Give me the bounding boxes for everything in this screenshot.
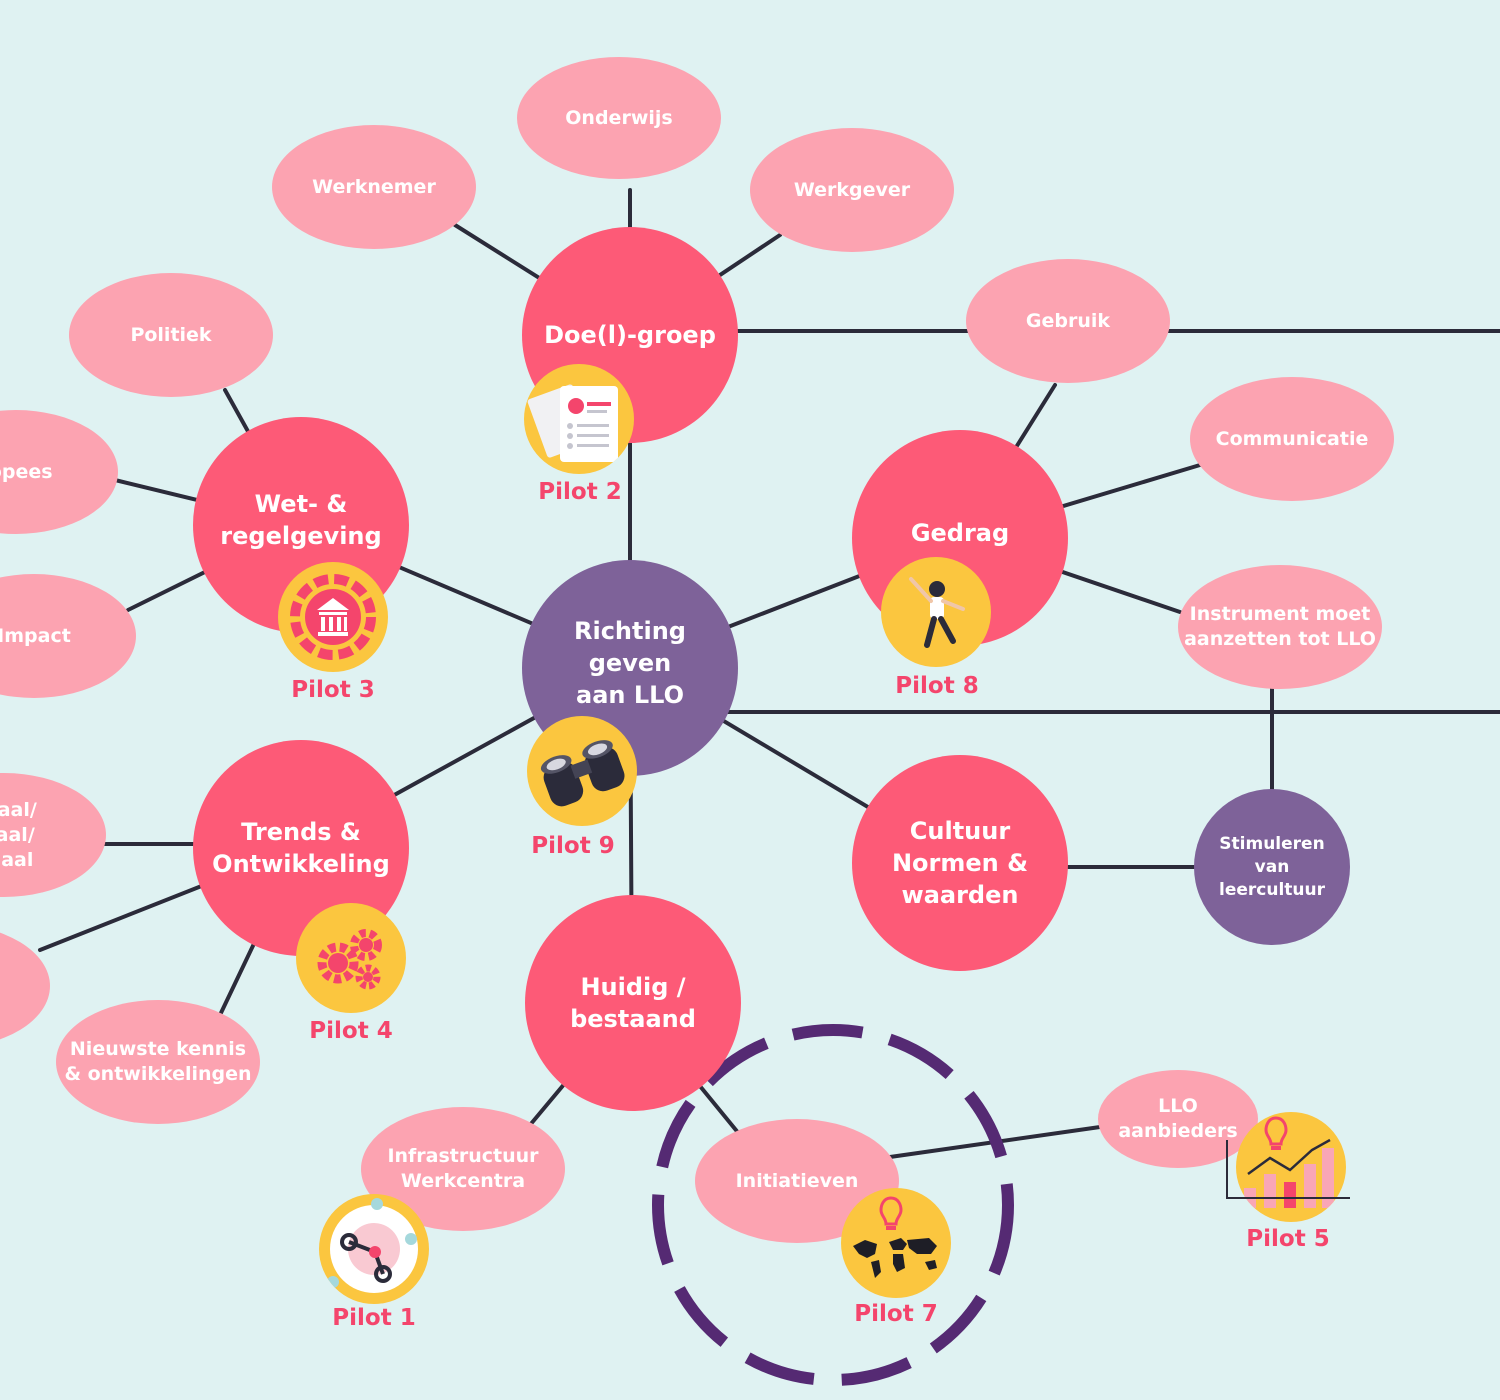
pilot-2-badge[interactable] [524, 364, 634, 474]
pilot-2-label[interactable]: Pilot 2 [538, 479, 622, 505]
pilot-8-label[interactable]: Pilot 8 [895, 673, 979, 699]
network-molecule-icon [327, 1198, 418, 1293]
pilot-1-badge[interactable] [319, 1194, 429, 1304]
world-map-lightbulb-icon [853, 1196, 937, 1278]
pilot-3-badge[interactable] [278, 562, 388, 672]
pilot-3-label[interactable]: Pilot 3 [291, 677, 375, 703]
topic-gebruik[interactable]: Gebruik [966, 259, 1170, 383]
documents-icon [527, 384, 618, 462]
pilot-5-label[interactable]: Pilot 5 [1246, 1226, 1330, 1252]
government-gear-icon [290, 574, 376, 660]
pilot-8-badge[interactable] [881, 557, 991, 667]
pilot-9-label[interactable]: Pilot 9 [531, 833, 615, 859]
topic-werknemer[interactable]: Werknemer [272, 125, 476, 249]
jumping-person-icon [909, 577, 965, 648]
topic-communicatie[interactable]: Communicatie [1190, 377, 1394, 501]
pilot-7-badge[interactable] [841, 1188, 951, 1298]
pilot-1-label[interactable]: Pilot 1 [332, 1305, 416, 1331]
gears-icon [317, 929, 382, 990]
topic-llo-aanbieders[interactable]: LLO aanbieders [1098, 1070, 1258, 1168]
hub-huidig[interactable]: Huidig / bestaand [525, 895, 741, 1111]
topic-politiek[interactable]: Politiek [69, 273, 273, 397]
topic-stimuleren[interactable]: Stimuleren van leercultuur [1194, 789, 1350, 945]
pilot-7-label[interactable]: Pilot 7 [854, 1301, 938, 1327]
binoculars-icon [540, 740, 625, 807]
topic-nieuwste-kennis[interactable]: Nieuwste kennis & ontwikkelingen [56, 1000, 260, 1124]
pilot-4-label[interactable]: Pilot 4 [309, 1018, 393, 1044]
topic-instrument[interactable]: Instrument moet aanzetten tot LLO [1178, 565, 1382, 689]
topic-werkgever[interactable]: Werkgever [750, 128, 954, 252]
pilot-4-badge[interactable] [296, 903, 406, 1013]
pilot-5-axis [1226, 1140, 1350, 1199]
pilot-9-badge[interactable] [527, 716, 637, 826]
topic-onderwijs[interactable]: Onderwijs [517, 57, 721, 179]
hub-cultuur[interactable]: Cultuur Normen & waarden [852, 755, 1068, 971]
